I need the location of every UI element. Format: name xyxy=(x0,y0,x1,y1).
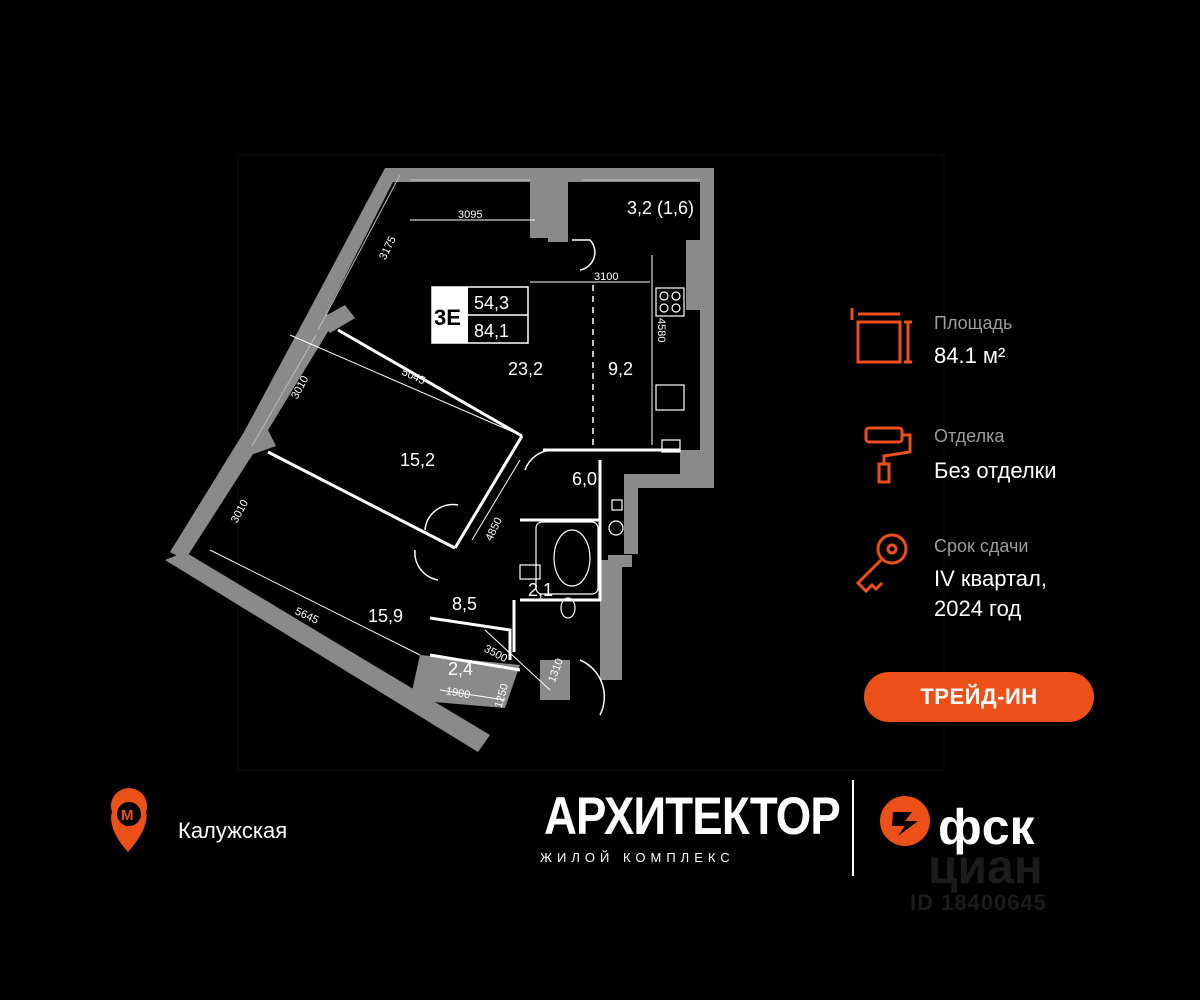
paint-roller-icon xyxy=(864,426,912,484)
metro-station: Калужская xyxy=(178,818,288,843)
dim-3095: 3095 xyxy=(458,209,482,221)
bathroom-fixtures xyxy=(519,499,624,619)
trade-in-button[interactable]: ТРЕЙД-ИН xyxy=(864,672,1094,722)
room-storage-area: 2,4 xyxy=(448,659,473,679)
deadline-label: Срок сдачи xyxy=(934,536,1029,556)
finish-value: Без отделки xyxy=(934,458,1057,483)
building-label: 3E xyxy=(434,305,461,330)
metro-icon: M xyxy=(111,788,147,852)
kitchen-fixtures xyxy=(655,287,685,453)
total-area-value: 84,1 xyxy=(474,321,509,341)
room-living-area: 23,2 xyxy=(508,359,543,379)
room-corridor-area: 8,5 xyxy=(452,594,477,614)
deadline-line-2: 2024 год xyxy=(934,596,1022,621)
room-hall-area: 6,0 xyxy=(572,469,597,489)
room-bedroom-1-area: 15,2 xyxy=(400,450,435,470)
key-icon xyxy=(855,533,908,594)
watermark-name: циан xyxy=(928,841,1043,894)
developer-name: фск xyxy=(938,799,1035,855)
area-icon xyxy=(850,308,912,364)
room-bedroom-2-area: 15,9 xyxy=(368,606,403,626)
dim-1900: 1900 xyxy=(445,685,471,701)
room-balcony-area: 3,2 (1,6) xyxy=(627,198,694,218)
watermark-id: ID 18400645 xyxy=(910,890,1047,915)
svg-text:M: M xyxy=(121,807,134,824)
brand-subtitle: ЖИЛОЙ КОМПЛЕКС xyxy=(540,850,735,865)
deadline-line-1: IV квартал, xyxy=(934,566,1047,591)
dim-3175: 3175 xyxy=(377,234,399,261)
dim-3100: 3100 xyxy=(594,271,618,283)
dim-3010-b: 3010 xyxy=(229,498,251,525)
logo-divider xyxy=(852,780,854,876)
living-area-value: 54,3 xyxy=(474,293,509,313)
area-label: Площадь xyxy=(934,313,1013,333)
area-badge: 3E 54,3 84,1 xyxy=(431,286,529,344)
dimension-lines xyxy=(209,219,653,701)
room-kitchen-area: 9,2 xyxy=(608,359,633,379)
fsk-logo-icon xyxy=(880,796,930,846)
doors xyxy=(414,239,606,716)
brand-name: АРХИТЕКТОР xyxy=(544,787,841,846)
dim-4580: 4580 xyxy=(655,318,667,342)
windows xyxy=(251,174,700,447)
dim-4850: 4850 xyxy=(483,516,505,543)
walls xyxy=(165,168,714,752)
finish-label: Отделка xyxy=(934,426,1005,446)
room-bathroom-area: 2,1 xyxy=(528,580,553,600)
area-value: 84.1 м² xyxy=(934,343,1006,368)
partitions xyxy=(267,328,680,672)
